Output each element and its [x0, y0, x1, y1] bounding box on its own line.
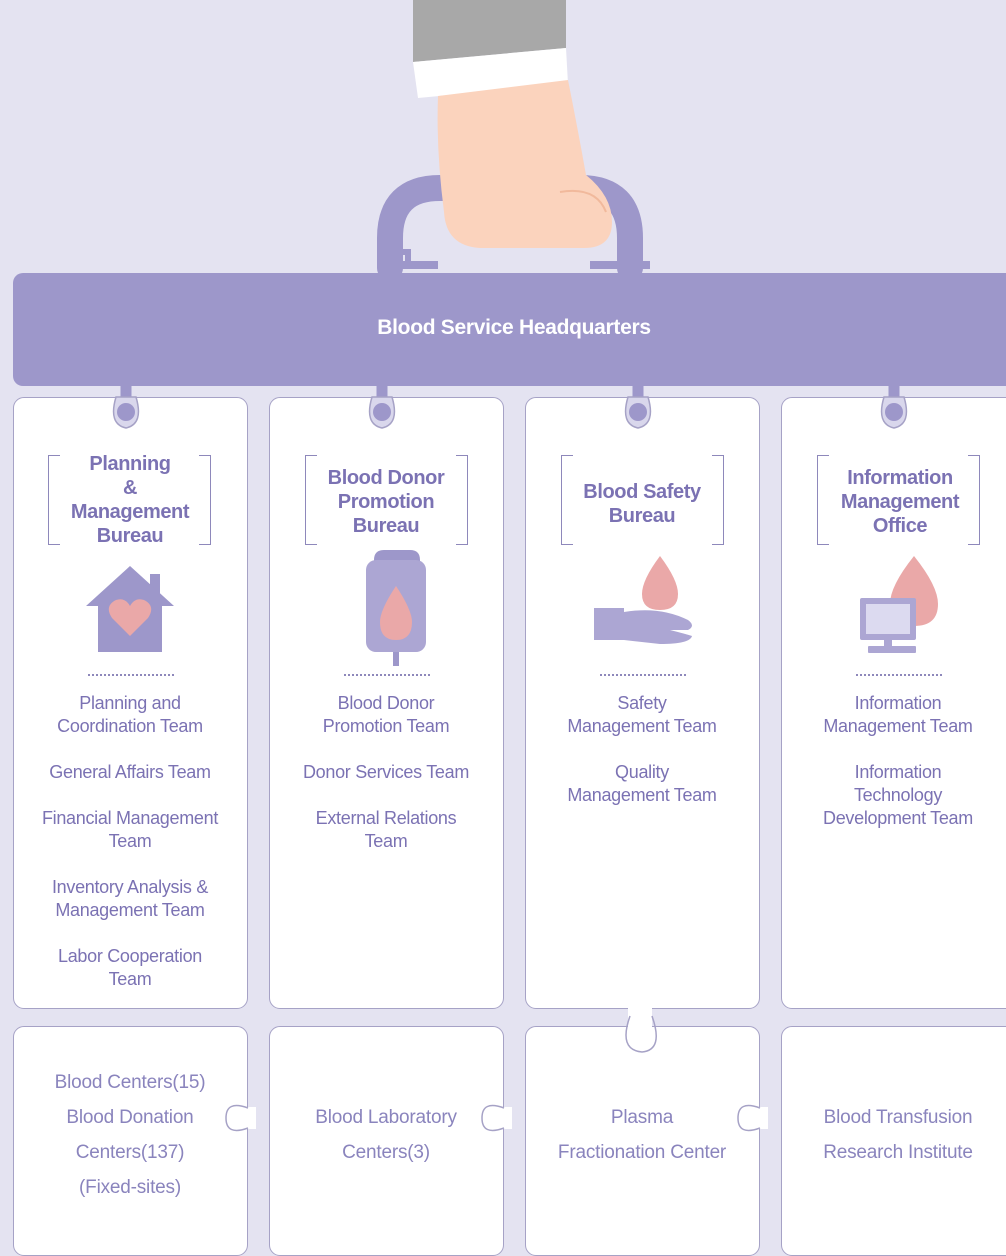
team-item: Blood Donor Promotion Team: [322, 693, 450, 736]
dotted-separator: [88, 674, 174, 676]
bureau-title-safety: Blood Safety Bureau: [583, 481, 701, 527]
title-bracket-left: [48, 455, 60, 545]
team-list-safety: Safety Management Team Quality Managemen…: [532, 692, 752, 830]
team-item: Safety Management Team: [567, 693, 717, 736]
title-bracket-left: [817, 455, 829, 545]
dotted-separator: [344, 674, 430, 676]
knob-top-1: [112, 396, 140, 429]
bureau-card-donor-promotion: [269, 397, 504, 1009]
bureau-title-information: Information Management Office: [840, 467, 960, 537]
headquarters-title: Blood Service Headquarters: [377, 316, 651, 339]
center-card-plasma: [525, 1026, 760, 1256]
center-card-laboratory: [269, 1026, 504, 1256]
team-list-planning: Planning and Coordination Team General A…: [20, 692, 240, 1014]
bureau-card-safety: [525, 397, 760, 1009]
team-item: Planning and Coordination Team: [57, 693, 203, 736]
team-item: Inventory Analysis & Management Team: [51, 877, 209, 920]
title-bracket-right: [456, 455, 468, 545]
team-item: Quality Management Team: [567, 762, 717, 805]
center-card-blood-centers: [13, 1026, 248, 1256]
headquarters-bar: [13, 273, 1006, 386]
knob-side-3: [737, 1104, 768, 1132]
bureau-card-planning: [13, 397, 248, 1009]
knob-safety-plasma: [625, 1006, 657, 1053]
title-bracket-right: [199, 455, 211, 545]
center-card-research: [781, 1026, 1006, 1256]
team-item: Labor Cooperation Team: [57, 946, 202, 989]
bureau-title-donor-promotion: Blood Donor Promotion Bureau: [327, 467, 445, 537]
hand-icon: [413, 0, 612, 248]
dotted-separator: [600, 674, 686, 676]
bureau-title-planning: Planning & Management Bureau: [70, 453, 190, 547]
team-item: External Relations Team: [315, 808, 457, 851]
computer-blood-drop-icon: [860, 556, 938, 653]
knob-top-2: [368, 396, 396, 429]
blood-bag-icon: [366, 550, 426, 666]
title-bracket-right: [968, 455, 980, 545]
center-label-laboratory: Blood Laboratory Centers(3): [315, 1107, 457, 1163]
center-label-research: Blood Transfusion Research Institute: [823, 1107, 973, 1163]
team-item: General Affairs Team: [49, 762, 211, 782]
knob-top-3: [624, 396, 652, 429]
knob-top-4: [880, 396, 908, 429]
knob-side-2: [481, 1104, 512, 1132]
team-list-information: Information Management Team Information …: [788, 692, 1006, 853]
center-label-blood-centers: Blood Centers(15) Blood Donation Centers…: [54, 1072, 206, 1198]
team-item: Financial Management Team: [41, 808, 219, 851]
team-list-donor-promotion: Blood Donor Promotion Team Donor Service…: [276, 692, 496, 876]
bureau-card-information: [781, 397, 1006, 1009]
team-item: Donor Services Team: [302, 762, 470, 782]
team-item: Information Technology Development Team: [823, 762, 973, 828]
center-label-plasma: Plasma Fractionation Center: [557, 1107, 727, 1163]
title-bracket-left: [561, 455, 573, 545]
title-bracket-right: [712, 455, 724, 545]
house-heart-icon: [86, 566, 174, 652]
hand-blood-drop-icon: [594, 556, 692, 644]
team-item: Information Management Team: [823, 693, 973, 736]
knob-side-1: [225, 1104, 256, 1132]
dotted-separator: [856, 674, 942, 676]
title-bracket-left: [305, 455, 317, 545]
